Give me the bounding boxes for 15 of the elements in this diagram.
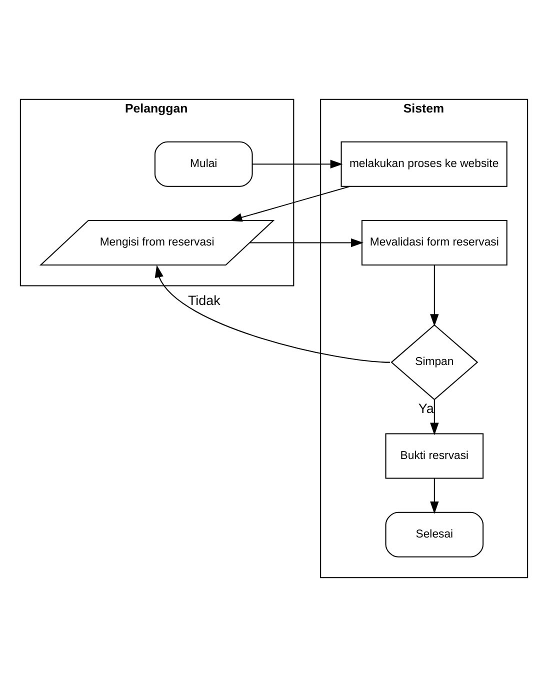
arrow xyxy=(430,400,439,436)
node-box: Bukti resrvasi xyxy=(385,433,484,479)
edge-label: Tidak xyxy=(188,292,220,308)
arrow xyxy=(154,265,390,363)
arrow xyxy=(430,478,439,514)
node-box: Mevalidasi form reservasi xyxy=(361,220,508,266)
arrow xyxy=(230,186,350,222)
node-diamond: Simpan xyxy=(390,324,478,400)
arrow xyxy=(252,160,343,168)
arrow xyxy=(430,265,439,326)
node-box: Mulai xyxy=(154,141,253,187)
node-box: melakukan proses ke website xyxy=(340,141,508,187)
node-box: Selesai xyxy=(385,512,484,558)
edge-label: Ya xyxy=(418,400,434,416)
arrow xyxy=(250,238,364,248)
